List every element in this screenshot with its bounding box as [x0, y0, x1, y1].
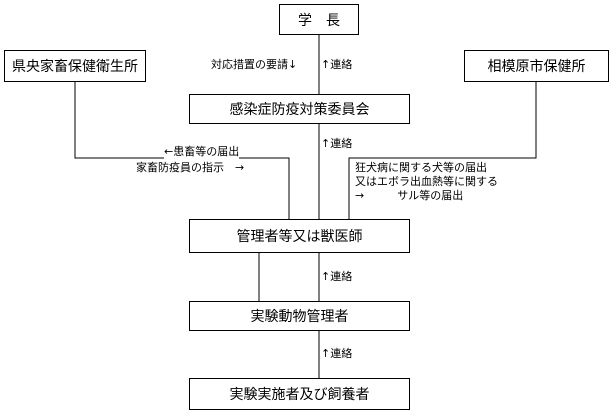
city-office-label: 相模原市保健所: [487, 59, 586, 75]
contact-label-president: ↑連絡: [321, 58, 353, 71]
prefecture-office-label: 県央家畜保健衛生所: [12, 59, 138, 75]
city-report-line3: → サル等の届出: [355, 189, 464, 203]
prefecture-office-box: 県央家畜保健衛生所: [4, 50, 146, 82]
pref-report-label: ←患畜等の届出: [164, 145, 240, 159]
president-label: 学 長: [298, 12, 340, 29]
animal-manager-box: 実験動物管理者: [189, 301, 410, 331]
contact-label-committee: ↑連絡: [321, 137, 353, 150]
pref-instruct-label: 家畜防疫員の指示 →: [136, 161, 245, 175]
committee-box: 感染症防疫対策委員会: [189, 94, 410, 124]
manager-box: 管理者等又は獣医師: [189, 219, 410, 253]
experimenter-label: 実験実施者及び飼養者: [229, 387, 370, 403]
president-box: 学 長: [279, 4, 359, 35]
city-report-line1: 狂犬病に関する犬等の届出: [355, 161, 487, 175]
manager-label: 管理者等又は獣医師: [236, 229, 363, 245]
experimenter-box: 実験実施者及び飼養者: [189, 378, 410, 410]
animal-manager-label: 実験動物管理者: [250, 309, 349, 325]
request-label: 対応措置の要請↓: [211, 58, 298, 71]
city-report-line2: 又はエボラ出血熱等に関する: [355, 175, 498, 189]
city-office-box: 相模原市保健所: [464, 50, 609, 82]
contact-label-animal-manager: ↑連絡: [321, 347, 353, 360]
contact-label-manager: ↑連絡: [321, 270, 353, 283]
committee-label: 感染症防疫対策委員会: [229, 102, 370, 118]
